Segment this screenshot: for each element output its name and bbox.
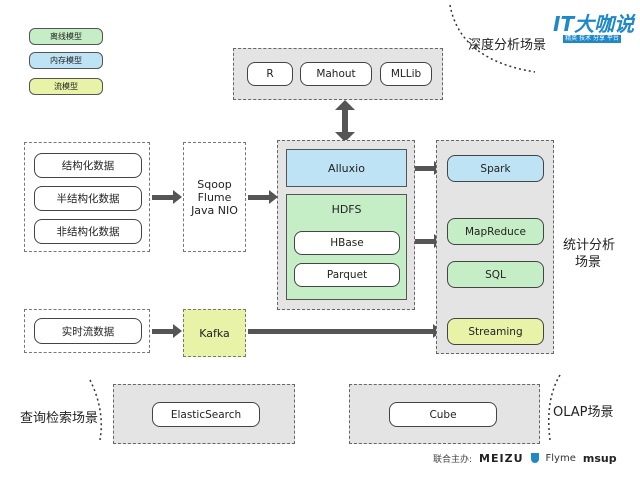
scene-deep-analysis: 深度分析场景 bbox=[468, 38, 547, 53]
scene-statistics-line1: 统计分析 bbox=[563, 238, 616, 253]
source-semi-structured: 半结构化数据 bbox=[34, 186, 142, 211]
legend-stream: 流模型 bbox=[29, 78, 103, 95]
it-daka-logo: IT大咖说 精英 技术 分享 平台 bbox=[553, 13, 635, 49]
kafka-box: Kafka bbox=[183, 309, 246, 357]
ingest-flume: Flume bbox=[197, 190, 232, 204]
storage-hbase: HBase bbox=[294, 231, 400, 255]
scene-query: 查询检索场景 bbox=[20, 411, 99, 426]
bidirectional-arrow bbox=[335, 100, 355, 142]
partners-label: 联合主办: bbox=[433, 454, 473, 465]
arrow-realtime-to-kafka bbox=[152, 324, 182, 338]
ingest-java-nio: Java NIO bbox=[191, 203, 238, 217]
arc-deep bbox=[449, 4, 536, 73]
partners-footer: 联合主办: MEIZU Flyme msup bbox=[433, 448, 638, 468]
hdfs-label: HDFS bbox=[331, 203, 362, 216]
partner-meizu: MEIZU bbox=[479, 451, 524, 465]
legend-memory: 内存模型 bbox=[29, 52, 103, 69]
scene-statistics-line2: 场景 bbox=[575, 255, 602, 270]
tool-mllib: MLLib bbox=[380, 62, 432, 86]
ingest-tools: Sqoop Flume Java NIO bbox=[183, 142, 246, 252]
ingest-sqoop: Sqoop bbox=[197, 177, 232, 191]
compute-mapreduce: MapReduce bbox=[447, 218, 544, 245]
storage-parquet: Parquet bbox=[294, 263, 400, 287]
arrow-sources-to-ingest bbox=[152, 190, 182, 204]
arc-query bbox=[89, 379, 102, 441]
arrow-alluxio-to-spark bbox=[415, 161, 443, 175]
source-unstructured: 非结构化数据 bbox=[34, 219, 142, 244]
legend-offline: 离线模型 bbox=[29, 28, 103, 45]
storage-alluxio: Alluxio bbox=[286, 149, 407, 187]
arrow-kafka-to-streaming bbox=[248, 324, 442, 338]
scene-olap: OLAP场景 bbox=[553, 405, 614, 420]
search-elasticsearch: ElasticSearch bbox=[152, 402, 260, 427]
compute-streaming: Streaming bbox=[447, 318, 544, 345]
logo-text: IT大咖说 bbox=[553, 12, 635, 36]
arrow-ingest-to-storage bbox=[248, 190, 278, 204]
source-structured: 结构化数据 bbox=[34, 153, 142, 178]
arc-olap bbox=[548, 374, 561, 441]
flyme-icon bbox=[530, 453, 539, 463]
tool-r: R bbox=[247, 62, 293, 86]
arrow-hdfs-to-mapreduce bbox=[415, 234, 443, 248]
olap-cube: Cube bbox=[389, 402, 497, 427]
compute-spark: Spark bbox=[447, 155, 544, 182]
logo-subtitle: 精英 技术 分享 平台 bbox=[563, 35, 621, 43]
compute-sql: SQL bbox=[447, 261, 544, 288]
partner-flyme: Flyme bbox=[545, 452, 576, 464]
tool-mahout: Mahout bbox=[300, 62, 372, 86]
partner-msup: msup bbox=[582, 451, 617, 465]
source-realtime: 实时流数据 bbox=[34, 318, 142, 344]
